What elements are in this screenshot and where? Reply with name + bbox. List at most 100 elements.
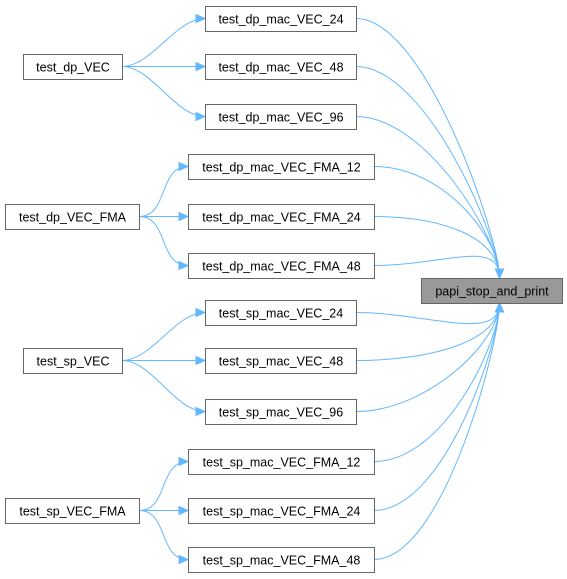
node-label: test_dp_mac_VEC_48 [218, 61, 343, 75]
node-label: papi_stop_and_print [435, 285, 549, 299]
edge-test-sp-vec-fma-to-test-sp-mac-vec-fma-24 [139, 505, 190, 516]
edge-line [121, 360, 206, 412]
arrowhead [195, 61, 207, 72]
node-label: test_sp_mac_VEC_FMA_12 [203, 456, 361, 470]
edge-test-sp-mac-vec-fma-24-to-papi-stop-and-print [373, 301, 505, 511]
edge-line [373, 255, 500, 279]
arrowhead [494, 268, 505, 280]
arrowhead [195, 111, 207, 122]
arrowhead [178, 161, 190, 172]
node-box [188, 154, 375, 180]
node-test-dp-mac-vec-fma-12[interactable]: test_dp_mac_VEC_FMA_12 [188, 154, 375, 180]
node-box [188, 253, 375, 279]
edge-line [138, 166, 189, 217]
edge-test-dp-vec-to-test-dp-mac-vec-96 [121, 66, 207, 122]
node-box [205, 300, 357, 326]
node-test-sp-vec[interactable]: test_sp_VEC [23, 348, 123, 374]
arrowhead [494, 301, 505, 313]
node-box [23, 348, 123, 374]
edge-test-dp-mac-vec-fma-24-to-papi-stop-and-print [373, 216, 505, 280]
node-box [188, 204, 375, 230]
node-box [205, 104, 357, 130]
node-test-dp-vec-fma[interactable]: test_dp_VEC_FMA [5, 204, 140, 230]
edge-test-dp-mac-vec-24-to-papi-stop-and-print [355, 18, 505, 280]
edge-line [373, 302, 500, 511]
node-test-sp-mac-vec-fma-24[interactable]: test_sp_mac_VEC_FMA_24 [188, 498, 375, 524]
node-box [205, 399, 357, 425]
edge-line [121, 312, 206, 361]
node-label: test_sp_mac_VEC_FMA_24 [203, 505, 361, 519]
node-label: test_dp_mac_VEC_FMA_24 [202, 211, 360, 225]
node-test-dp-mac-vec-fma-48[interactable]: test_dp_mac_VEC_FMA_48 [188, 253, 375, 279]
edge-line [355, 66, 500, 279]
node-label: test_dp_mac_VEC_24 [218, 13, 343, 27]
node-box [205, 54, 357, 80]
edge-test-sp-vec-fma-to-test-sp-mac-vec-fma-12 [138, 456, 190, 511]
edge-line [138, 216, 189, 266]
edge-test-dp-vec-fma-to-test-dp-mac-vec-fma-48 [138, 216, 190, 271]
edge-test-dp-vec-to-test-dp-mac-vec-24 [121, 13, 207, 67]
node-test-sp-mac-vec-24[interactable]: test_sp_mac_VEC_24 [205, 300, 357, 326]
node-label: test_sp_mac_VEC_96 [219, 406, 343, 420]
node-box [205, 348, 357, 374]
node-box [5, 498, 140, 524]
edge-test-sp-vec-to-test-sp-mac-vec-48 [122, 355, 207, 366]
arrowhead [195, 307, 207, 318]
edge-line [373, 166, 500, 279]
node-test-dp-mac-vec-96[interactable]: test_dp_mac_VEC_96 [205, 104, 357, 130]
arrowhead [178, 456, 190, 467]
node-label: test_dp_mac_VEC_FMA_48 [202, 260, 360, 274]
edge-test-dp-mac-vec-fma-12-to-papi-stop-and-print [373, 166, 505, 280]
node-box [5, 204, 140, 230]
node-test-sp-mac-vec-48[interactable]: test_sp_mac_VEC_48 [205, 348, 357, 374]
node-test-sp-mac-vec-fma-12[interactable]: test_sp_mac_VEC_FMA_12 [188, 449, 375, 475]
node-test-sp-vec-fma[interactable]: test_sp_VEC_FMA [5, 498, 140, 524]
edge-line [138, 510, 189, 560]
edges-layer [121, 13, 505, 565]
node-box [421, 278, 563, 304]
node-box [23, 54, 123, 80]
edge-test-sp-mac-vec-fma-48-to-papi-stop-and-print [373, 301, 505, 560]
node-label: test_sp_VEC_FMA [19, 505, 126, 519]
arrowhead [178, 554, 190, 565]
edge-test-dp-mac-vec-fma-48-to-papi-stop-and-print [373, 255, 505, 280]
node-box [205, 6, 357, 32]
node-test-dp-mac-vec-fma-24[interactable]: test_dp_mac_VEC_FMA_24 [188, 204, 375, 230]
edge-line [121, 66, 206, 117]
node-label: test_dp_mac_VEC_96 [218, 111, 343, 125]
node-label: test_dp_mac_VEC_FMA_12 [202, 161, 360, 175]
node-test-dp-vec[interactable]: test_dp_VEC [23, 54, 123, 80]
node-papi-stop-and-print[interactable]: papi_stop_and_print [421, 278, 563, 304]
edge-test-dp-vec-to-test-dp-mac-vec-48 [122, 61, 207, 72]
node-box [188, 547, 375, 573]
node-label: test_sp_VEC [37, 355, 110, 369]
edge-line [355, 302, 500, 325]
edge-test-sp-mac-vec-48-to-papi-stop-and-print [355, 301, 505, 361]
edge-test-sp-vec-to-test-sp-mac-vec-24 [121, 307, 207, 361]
edge-line [138, 461, 189, 511]
edge-test-dp-mac-vec-96-to-papi-stop-and-print [355, 116, 505, 280]
nodes-layer: test_dp_VECtest_dp_VEC_FMAtest_sp_VECtes… [5, 6, 563, 573]
arrowhead [195, 13, 207, 24]
node-label: test_dp_VEC [36, 61, 110, 75]
edge-test-dp-vec-fma-to-test-dp-mac-vec-fma-24 [138, 211, 190, 222]
edge-test-sp-vec-fma-to-test-sp-mac-vec-fma-48 [138, 510, 190, 565]
node-label: test_sp_mac_VEC_FMA_48 [203, 554, 361, 568]
node-label: test_sp_mac_VEC_24 [219, 307, 343, 321]
node-test-sp-mac-vec-96[interactable]: test_sp_mac_VEC_96 [205, 399, 357, 425]
edge-test-dp-vec-fma-to-test-dp-mac-vec-fma-12 [138, 161, 190, 217]
edge-line [355, 302, 500, 412]
edge-test-sp-mac-vec-24-to-papi-stop-and-print [355, 301, 505, 325]
node-box [188, 498, 375, 524]
node-test-dp-mac-vec-48[interactable]: test_dp_mac_VEC_48 [205, 54, 357, 80]
edge-line [373, 216, 500, 279]
node-test-dp-mac-vec-24[interactable]: test_dp_mac_VEC_24 [205, 6, 357, 32]
edge-line [355, 302, 500, 361]
arrowhead [178, 505, 190, 516]
node-box [188, 449, 375, 475]
node-test-sp-mac-vec-fma-48[interactable]: test_sp_mac_VEC_FMA_48 [188, 547, 375, 573]
node-label: test_dp_VEC_FMA [19, 211, 127, 225]
arrowhead [178, 260, 190, 271]
edge-line [355, 116, 500, 279]
